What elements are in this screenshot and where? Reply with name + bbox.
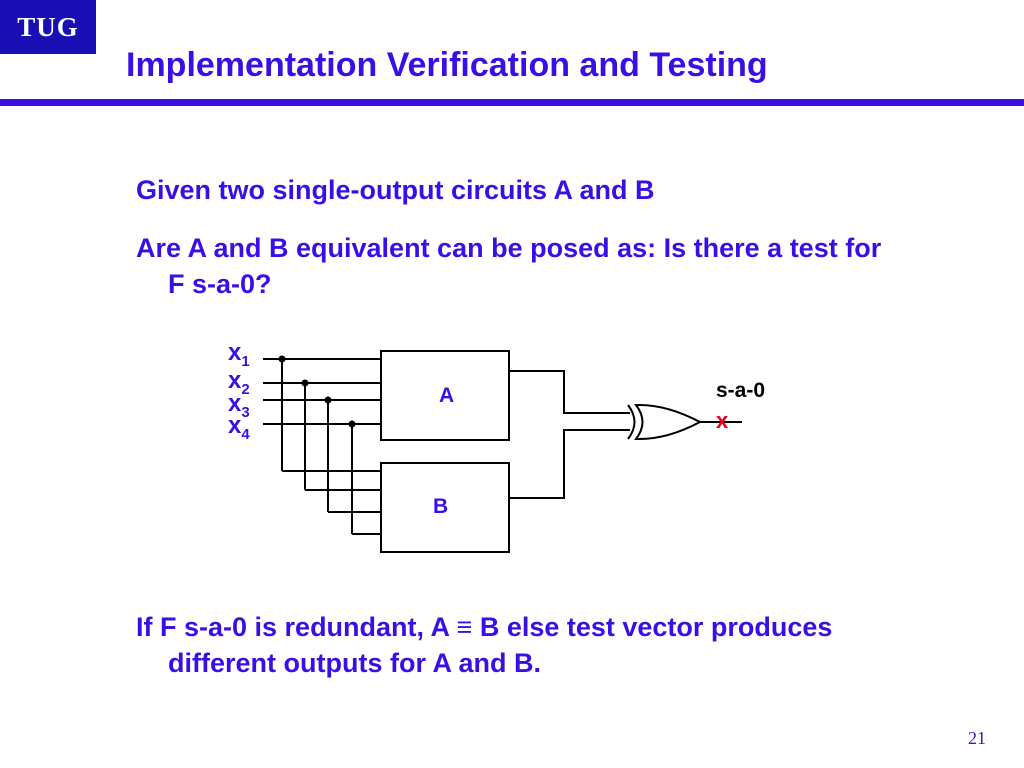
block-a-label: A <box>439 384 454 407</box>
xor-gate-body <box>634 403 703 441</box>
junction-dot <box>301 379 309 387</box>
b-output-wire <box>509 429 630 499</box>
title-underline <box>0 99 1024 106</box>
input-label-x3: x3 <box>228 390 250 421</box>
block-b <box>380 462 510 553</box>
junction-dot <box>278 355 286 363</box>
fault-label: s-a-0 <box>716 379 765 402</box>
slide-title: Implementation Verification and Testing <box>126 46 768 84</box>
bullet-redundancy-conclusion: If F s-a-0 is redundant, A ≡ B else test… <box>136 609 858 681</box>
conclusion-text-end: B else test vector produces different ou… <box>168 612 833 678</box>
input-label-x4: x4 <box>228 412 250 443</box>
tug-logo: TUG <box>0 0 96 54</box>
a-output-wire <box>509 370 630 414</box>
fault-mark: x <box>716 408 729 433</box>
bullet-equivalence-question: Are A and B equivalent can be posed as: … <box>136 233 882 299</box>
input-label-x1: x1 <box>228 339 250 370</box>
conclusion-text-start: If F s-a-0 is redundant, A <box>136 612 457 642</box>
bullet-given-circuits: Given two single-output circuits A and B <box>136 175 655 205</box>
block-b-label: B <box>433 495 448 518</box>
junction-dot <box>348 420 356 428</box>
page-number: 21 <box>968 728 986 748</box>
block-a <box>380 350 510 441</box>
xor-gate-back-curve <box>627 404 636 440</box>
input-label-x2: x2 <box>228 367 250 398</box>
junction-dot <box>324 396 332 404</box>
equivalence-symbol: ≡ <box>456 612 473 642</box>
